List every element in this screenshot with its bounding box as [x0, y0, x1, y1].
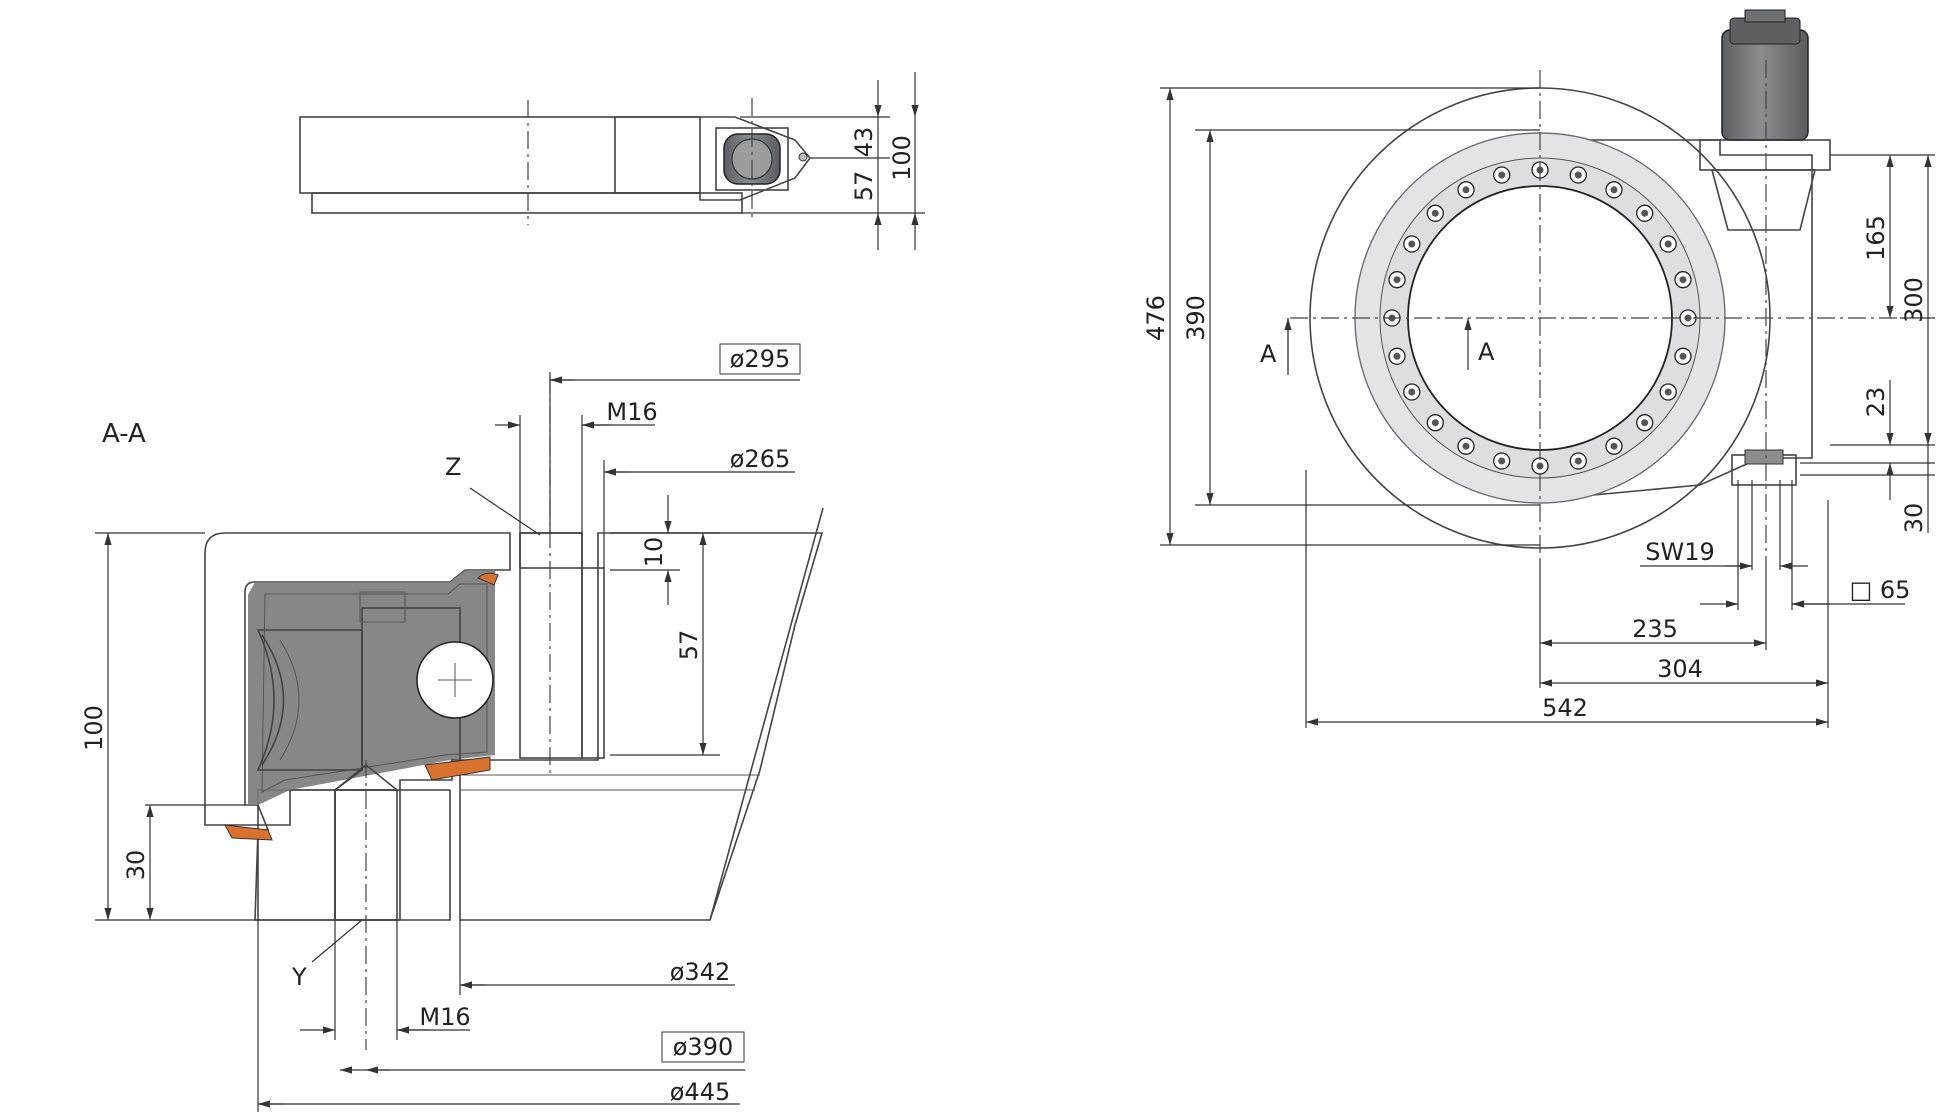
dim-m16-top: M16 [606, 398, 657, 426]
section-seal-top [477, 572, 499, 586]
dim-100-top: 100 [888, 135, 916, 181]
bolt-hole-core [1641, 209, 1649, 217]
dim-23: 23 [1862, 387, 1890, 418]
dim-300: 300 [1900, 277, 1928, 323]
bolt-hole-core [1679, 352, 1687, 360]
label-y: Y [291, 963, 307, 991]
bolt-hole-core [1664, 388, 1672, 396]
bolt-hole-core [1610, 442, 1618, 450]
dim-476: 476 [1142, 295, 1170, 341]
front-view: A A 476 390 165 300 23 30 SW19 [1142, 9, 1935, 728]
bolt-hole-core [1431, 209, 1439, 217]
dim-390-section: ø390 [673, 1033, 734, 1061]
dim-342: ø342 [670, 958, 731, 986]
dim-445: ø445 [670, 1078, 731, 1106]
dim-m16-bottom: M16 [419, 1003, 470, 1031]
bolt-hole-core [1462, 442, 1470, 450]
dim-30-front: 30 [1900, 503, 1928, 534]
top-ring-base [311, 192, 743, 214]
dim-57-top: 57 [850, 171, 878, 202]
bolt-hole-core [1574, 457, 1582, 465]
section-housing-lower [257, 789, 336, 921]
dim-295-box [719, 343, 801, 375]
bolt-hole-core [1498, 457, 1506, 465]
dim-100-section: 100 [80, 705, 108, 751]
section-seal-mid [424, 756, 491, 781]
section-cavity [248, 570, 495, 805]
dim-sq65: □ 65 [1850, 576, 1911, 604]
dim-390-front: 390 [1182, 295, 1210, 341]
section-seal-bottom [224, 824, 273, 841]
dim-165: 165 [1862, 215, 1890, 261]
section-view: A-A [80, 343, 824, 1112]
bolt-hole-core [1498, 171, 1506, 179]
dim-235: 235 [1632, 615, 1678, 643]
cut-label-left: A [1260, 340, 1277, 368]
section-worm-arc [261, 634, 285, 766]
front-bolt-holes [1383, 161, 1697, 475]
section-hatch-strip [581, 567, 605, 759]
dim-30-section: 30 [122, 850, 150, 881]
label-z: Z [445, 453, 461, 481]
bolt-hole-core [1393, 276, 1401, 284]
bolt-hole-core [1462, 186, 1470, 194]
front-gear-box [1710, 169, 1817, 231]
dim-10: 10 [640, 537, 668, 568]
dim-265: ø265 [730, 445, 791, 473]
section-bolt-hole-top [519, 532, 583, 759]
bolt-hole-core [1641, 419, 1649, 427]
front-motor [1721, 29, 1809, 141]
bolt-hole-core [1408, 240, 1416, 248]
bolt-hole-core [1431, 419, 1439, 427]
bolt-hole-core [1679, 276, 1687, 284]
section-worm-wheel [256, 629, 363, 771]
bolt-hole-core [1664, 240, 1672, 248]
cut-label-right: A [1478, 338, 1495, 366]
dim-43: 43 [850, 127, 878, 158]
dim-390-box [661, 1031, 745, 1063]
dim-295: ø295 [730, 345, 791, 373]
section-inner-ring-outline [459, 532, 824, 921]
top-ring-body [299, 116, 701, 194]
top-screw [798, 152, 808, 162]
dim-542: 542 [1542, 694, 1588, 722]
bolt-hole-core [1393, 352, 1401, 360]
dim-sw19: SW19 [1645, 538, 1715, 566]
section-label: A-A [102, 419, 146, 449]
bolt-hole-core [1408, 388, 1416, 396]
dim-304: 304 [1657, 655, 1703, 683]
bolt-hole-core [1574, 171, 1582, 179]
top-motor-flange [715, 127, 789, 191]
bolt-hole-core [1610, 186, 1618, 194]
dim-57-section: 57 [675, 630, 703, 661]
section-cavity-inner [261, 583, 488, 793]
top-view: 43 57 100 [299, 72, 925, 250]
